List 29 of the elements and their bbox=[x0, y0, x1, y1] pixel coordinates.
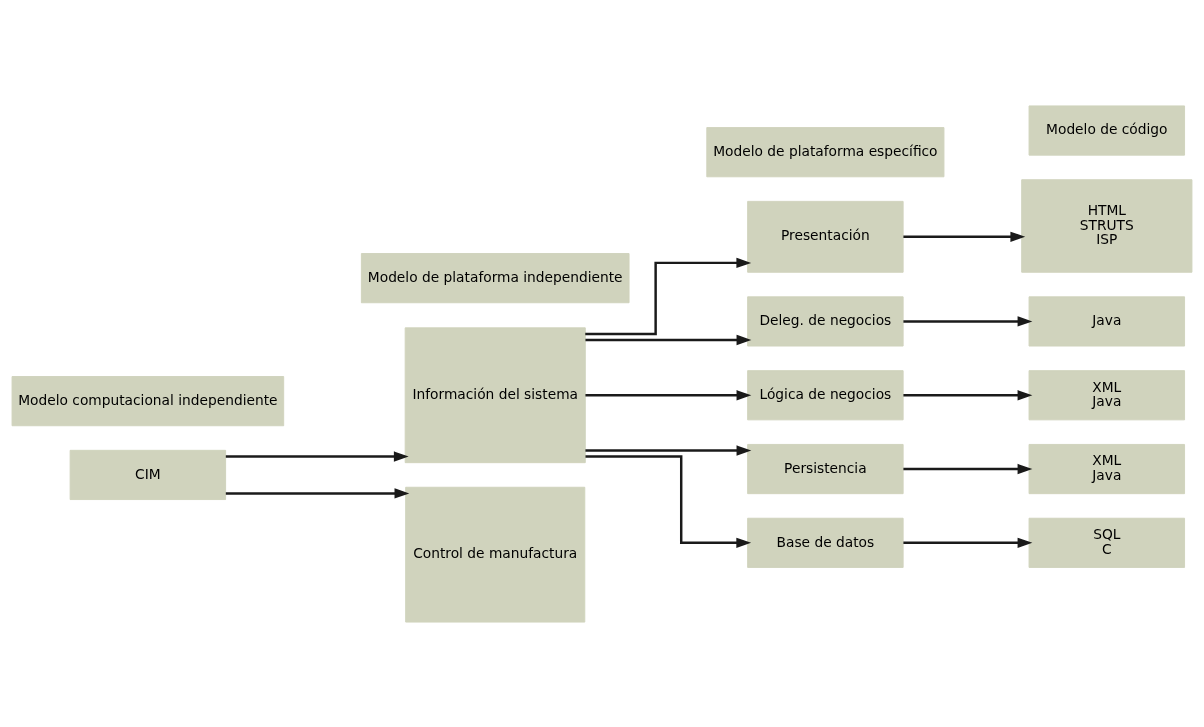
node-box: CIM bbox=[69, 449, 227, 500]
node-box: Presentación bbox=[747, 200, 904, 273]
arrow bbox=[585, 454, 752, 548]
node-box: Base de datos bbox=[747, 517, 904, 568]
node-box: HTML STRUTS ISP bbox=[1021, 178, 1193, 273]
node-box: Modelo de plataforma específico bbox=[706, 126, 945, 177]
arrow bbox=[903, 231, 1026, 242]
arrow bbox=[585, 444, 752, 456]
arrow bbox=[903, 389, 1033, 400]
node-box: Persistencia bbox=[747, 443, 904, 494]
node-box: Modelo de plataforma independiente bbox=[360, 252, 630, 303]
arrow bbox=[585, 257, 752, 335]
node-box: Modelo de código bbox=[1028, 104, 1186, 156]
node-box: Modelo computacional independiente bbox=[11, 375, 285, 426]
arrow bbox=[225, 450, 409, 462]
node-box: Deleg. de negocios bbox=[747, 295, 904, 347]
arrow bbox=[903, 537, 1033, 548]
arrow bbox=[585, 389, 752, 400]
arrow bbox=[903, 315, 1033, 327]
node-box: Control de manufactura bbox=[405, 486, 586, 623]
node-box: SQL C bbox=[1028, 517, 1186, 568]
node-box: XML Java bbox=[1028, 369, 1186, 420]
node-box: Lógica de negocios bbox=[747, 369, 904, 420]
node-box: Java bbox=[1028, 295, 1186, 347]
arrow bbox=[225, 487, 410, 499]
node-box: Información del sistema bbox=[404, 326, 586, 463]
arrow bbox=[903, 463, 1033, 474]
arrow bbox=[585, 334, 752, 345]
node-box: XML Java bbox=[1028, 443, 1186, 494]
